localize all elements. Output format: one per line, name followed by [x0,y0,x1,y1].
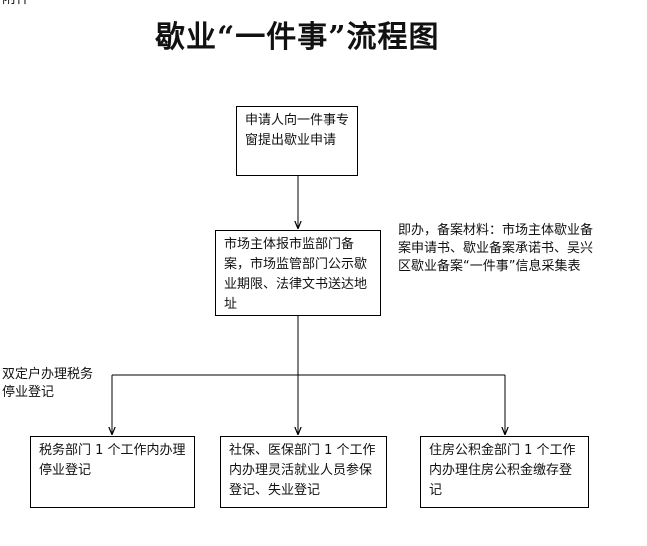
tax-dept-box: 税务部门 1 个工作内办理停业登记 [30,436,195,508]
step-apply-box: 申请人向一件事专窗提出歇业申请 [236,106,358,176]
dual-fixed-note: 双定户办理税务停业登记 [2,367,94,400]
step-register-box: 市场主体报市监部门备案，市场监管部门公示歇业期限、法律文书送达地址 [215,230,381,316]
housing-fund-box: 住房公积金部门 1 个工作内办理住房公积金缴存登记 [420,436,589,508]
social-insurance-box: 社保、医保部门 1 个工作内办理灵活就业人员参保登记、失业登记 [220,436,387,508]
page-title: 歇业“一件事”流程图 [155,20,440,55]
materials-note: 即办，备案材料：市场主体歇业备案申请书、歇业备案承诺书、吴兴区歇业备案“一件事”… [398,223,594,274]
attachment-label: 附件 [2,0,30,7]
